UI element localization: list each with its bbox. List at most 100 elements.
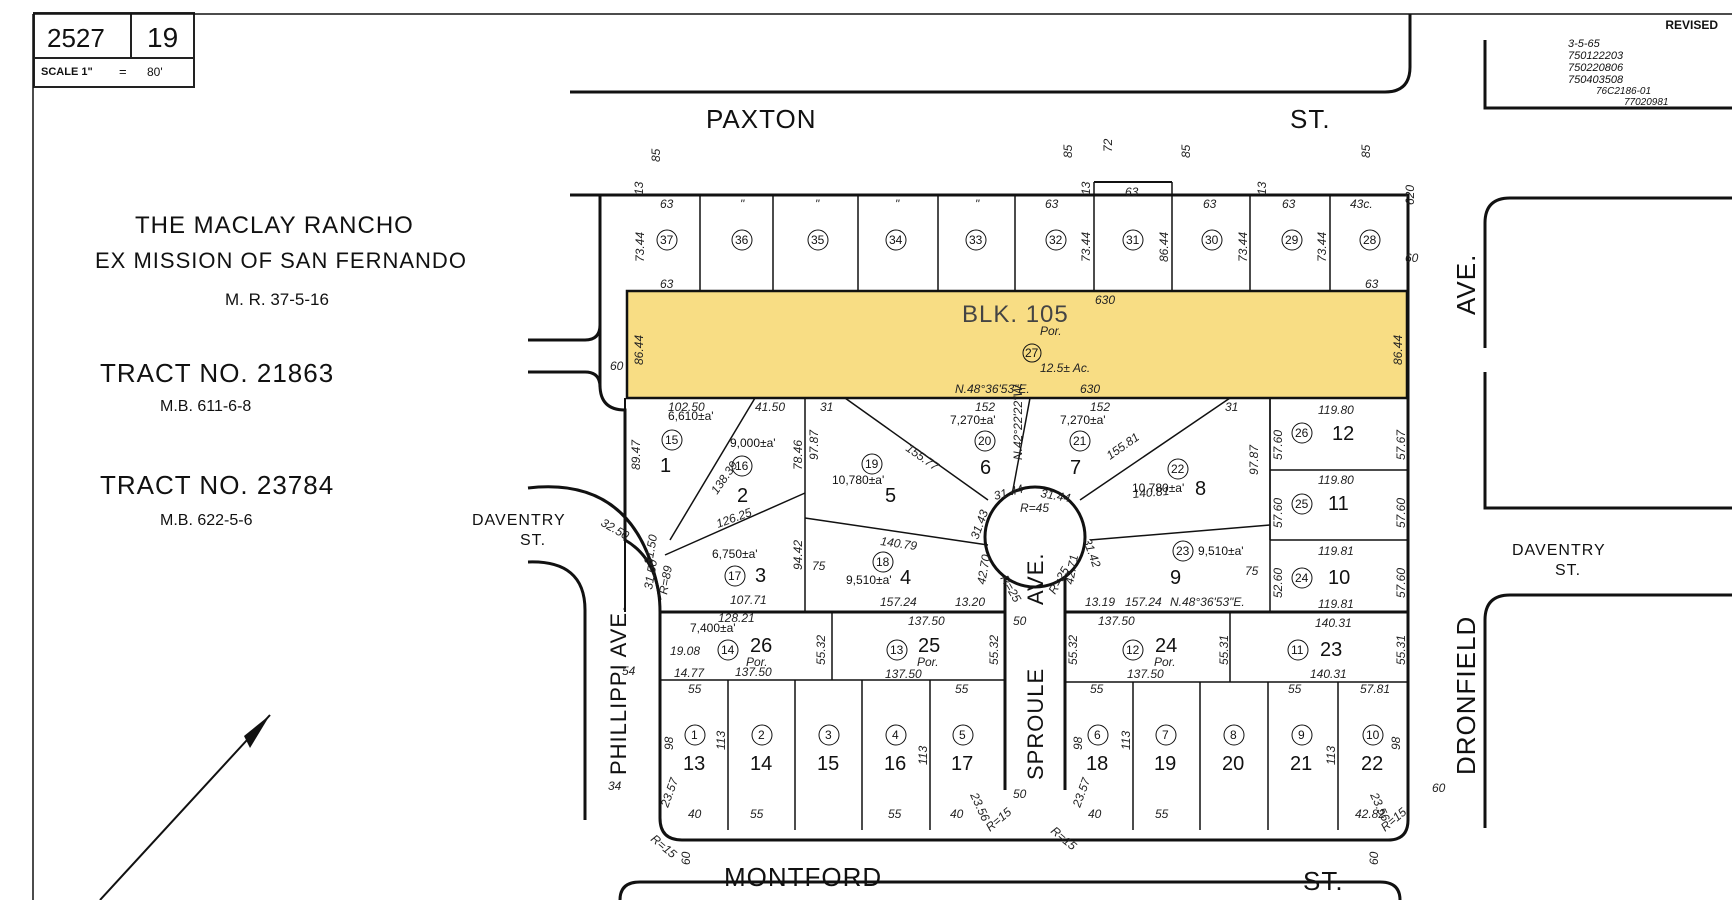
dim-label: 157.24 (880, 595, 917, 609)
dim-label: N.48°36'53"E. (1170, 595, 1245, 609)
parcel-circle (731, 229, 753, 251)
depth-label: 73.44 (1236, 232, 1250, 262)
scale-equals: = (119, 64, 127, 79)
daventry-east-label: DAVENTRY (1512, 542, 1606, 559)
parcel-number: 18 (876, 555, 890, 569)
dim-label: 42.82 (1355, 807, 1385, 821)
montford-south-edge (618, 880, 1402, 900)
dim-label: 57.67 (1394, 429, 1408, 460)
width-label: 63 (1045, 197, 1059, 211)
revised-entry: 77020981 (1624, 97, 1669, 108)
block-parcel-number: 27 (1025, 346, 1039, 360)
dim-label: 60 (1405, 251, 1419, 265)
parcel-number: 35 (811, 233, 825, 247)
phillippi-label: PHILLIPPI AVE. (606, 605, 631, 775)
parcel-number: 4 (892, 728, 899, 742)
dim-label: 72 (1101, 138, 1115, 152)
parcel-number: 34 (889, 233, 903, 247)
parcel-circle (1362, 724, 1384, 746)
tract-23784: TRACT NO. 23784 (100, 470, 335, 500)
lot-number: 21 (1290, 753, 1312, 775)
parcel-circle (872, 551, 894, 573)
dim-label: 50 (1013, 787, 1027, 801)
tract-23784-ref: M.B. 622-5-6 (160, 512, 253, 529)
tract-21863-ref: M.B. 611-6-8 (160, 398, 252, 415)
dronfield-label: DRONFIELD (1451, 616, 1481, 775)
parcel-circle (1291, 567, 1313, 589)
dim-label: 57.60 (1394, 498, 1408, 528)
parcel-number: 8 (1230, 728, 1237, 742)
dronfield-east (1483, 593, 1732, 828)
dim-label: 31.44 (1039, 486, 1071, 505)
dim-label: 57.60 (1394, 568, 1408, 598)
parcel-circle (952, 724, 974, 746)
lot-area: 10,780±a' (832, 473, 884, 487)
dim-label: 40 (950, 807, 964, 821)
lot-number: 16 (884, 753, 906, 775)
dim-label: 13.20 (955, 595, 985, 609)
lot-number: 10 (1328, 567, 1350, 589)
top-row-parcels: 37 36 35 34 33 32 31 30 29 28 (656, 229, 1381, 251)
dim-label: 137.50 (885, 667, 922, 681)
dim-label: 85 (649, 148, 663, 162)
dim-label: 113 (714, 731, 728, 750)
lot-number: 26 (750, 635, 772, 657)
revised-label: REVISED (1665, 18, 1718, 32)
parcel-circle (818, 724, 840, 746)
lot-area: 6,750±a' (712, 547, 758, 561)
lot-number: 25 (918, 635, 940, 657)
dim-label: 140.31 (1315, 616, 1352, 630)
dim-label: 97.87 (1247, 444, 1261, 475)
dim-label: 31.50 (641, 533, 660, 565)
dim-label: 98 (662, 736, 676, 750)
width-label: " (975, 197, 980, 211)
dim-label: 19.08 (670, 644, 700, 658)
revised-entry: 750220806 (1568, 62, 1624, 74)
width-label: " (815, 197, 820, 211)
dim-label: 55.32 (987, 635, 1001, 665)
lot-number: 4 (900, 567, 911, 589)
mid-lot-line (669, 397, 756, 541)
parcel-circle (1291, 493, 1313, 515)
dim-label: 60 (610, 359, 624, 373)
dim-label: 140.81 (1132, 484, 1170, 501)
bottom-row-lots: 1 13 2 14 3 15 4 16 5 17 6 18 7 19 8 20 … (683, 724, 1384, 775)
dim-label: 155.77 (903, 441, 942, 474)
dim-label: 55.31 (1217, 635, 1231, 665)
parcel-number: 25 (1295, 497, 1309, 511)
page-number: 19 (147, 22, 179, 53)
block-por: Por. (1040, 324, 1062, 338)
block-label: BLK. 105 (962, 301, 1069, 328)
block-dim-right: 86.44 (1391, 335, 1405, 365)
parcel-number: 5 (959, 728, 966, 742)
dim-label: 137.50 (735, 665, 772, 679)
dim-label: 14.77 (674, 666, 705, 680)
dim-label: 55.31 (1394, 635, 1408, 665)
parcel-number: 24 (1295, 571, 1309, 585)
width-label: 63 (1125, 185, 1139, 199)
dim-label: 113 (916, 746, 930, 765)
block-105-highlight (625, 289, 1409, 400)
mid-lot-line (844, 397, 989, 501)
width-label: 63 (1203, 197, 1217, 211)
lot-number: 8 (1195, 478, 1206, 500)
parcel-circle (886, 639, 908, 661)
dim-label: 60 (1432, 781, 1446, 795)
parcel-number: 1 (691, 728, 698, 742)
revised-entry: 750122203 (1568, 50, 1624, 62)
lot-note: Por. (746, 655, 768, 669)
parcel-circle (1087, 724, 1109, 746)
dim-label: R=45 (1020, 501, 1049, 515)
parcel-number: 15 (665, 433, 679, 447)
scale-label: SCALE 1" (41, 66, 93, 78)
dim-label: 85 (1179, 144, 1193, 158)
ne-corner (1483, 40, 1732, 110)
mid-lot-line (804, 517, 989, 546)
dim-label: 137.50 (908, 614, 945, 628)
parcel-circle (885, 724, 907, 746)
dim-label: 55.32 (814, 635, 828, 665)
west-stub-2 (528, 370, 602, 388)
parcel-circle (1359, 229, 1381, 251)
parcel-circle (731, 455, 753, 477)
dim-label: 40 (688, 807, 702, 821)
